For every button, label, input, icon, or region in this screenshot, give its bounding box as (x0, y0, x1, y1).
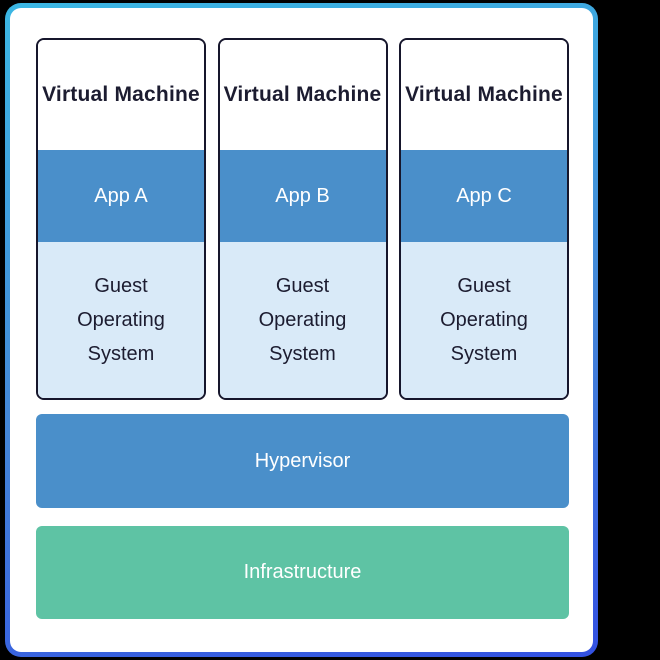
guest-os-line: System (269, 343, 336, 365)
vm-title: Virtual Machine (38, 40, 204, 150)
infrastructure-block: Infrastructure (36, 526, 569, 619)
vm-row: Virtual Machine App A Guest Operating Sy… (36, 38, 569, 400)
vm-box-3: Virtual Machine App C Guest Operating Sy… (399, 38, 569, 400)
guest-os-line: System (87, 343, 155, 365)
vm-guest-os-block: Guest Operating System (38, 242, 204, 398)
guest-os-line: Guest (275, 275, 330, 297)
guest-os-line: System (450, 343, 518, 365)
vm-box-1: Virtual Machine App A Guest Operating Sy… (36, 38, 206, 400)
vm-app-a-block: App A (38, 150, 204, 242)
vm-title: Virtual Machine (219, 40, 386, 150)
guest-os-line: Operating (258, 309, 347, 331)
vm-app-b-block: App B (219, 150, 386, 242)
vm-app-c-block: App C (401, 150, 567, 242)
guest-os-line: Guest (457, 275, 511, 297)
vm-guest-os-block: Guest Operating System (219, 242, 386, 398)
gradient-border-frame: Virtual Machine App A Guest Operating Sy… (5, 3, 598, 657)
hypervisor-block: Hypervisor (36, 414, 569, 508)
guest-os-line: Guest (94, 275, 148, 297)
guest-os-line: Operating (440, 309, 528, 331)
vm-title: Virtual Machine (401, 40, 567, 150)
vm-guest-os-block: Guest Operating System (401, 242, 567, 398)
vm-box-2: Virtual Machine App B Guest Operating Sy… (217, 38, 388, 400)
guest-os-line: Operating (77, 309, 165, 331)
diagram-card: Virtual Machine App A Guest Operating Sy… (10, 8, 593, 652)
